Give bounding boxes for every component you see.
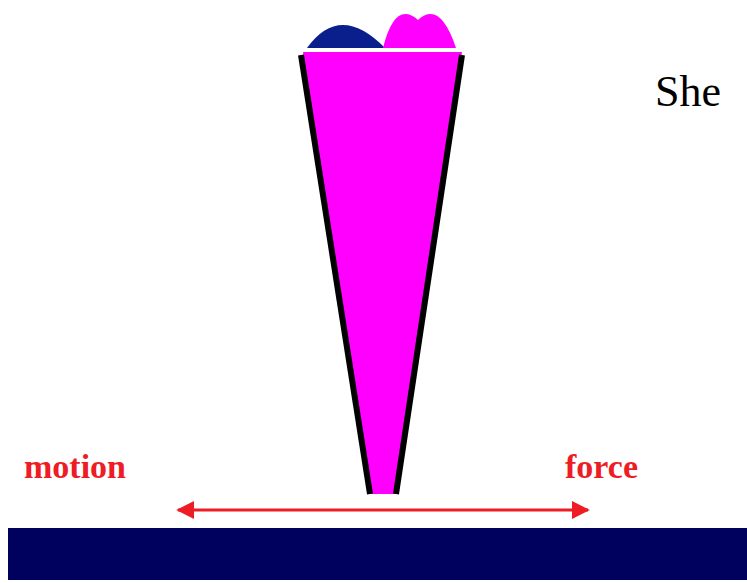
tip-body	[303, 52, 462, 494]
motion-force-arrow	[178, 509, 588, 512]
heading-text: She	[655, 70, 721, 114]
tip-cap	[307, 25, 385, 48]
motion-label: motion	[24, 450, 126, 484]
force-label: force	[565, 450, 638, 484]
tip-edge	[396, 55, 462, 494]
substrate-bar	[8, 528, 747, 580]
tip-edge	[301, 55, 370, 494]
tip-bump	[383, 14, 456, 48]
